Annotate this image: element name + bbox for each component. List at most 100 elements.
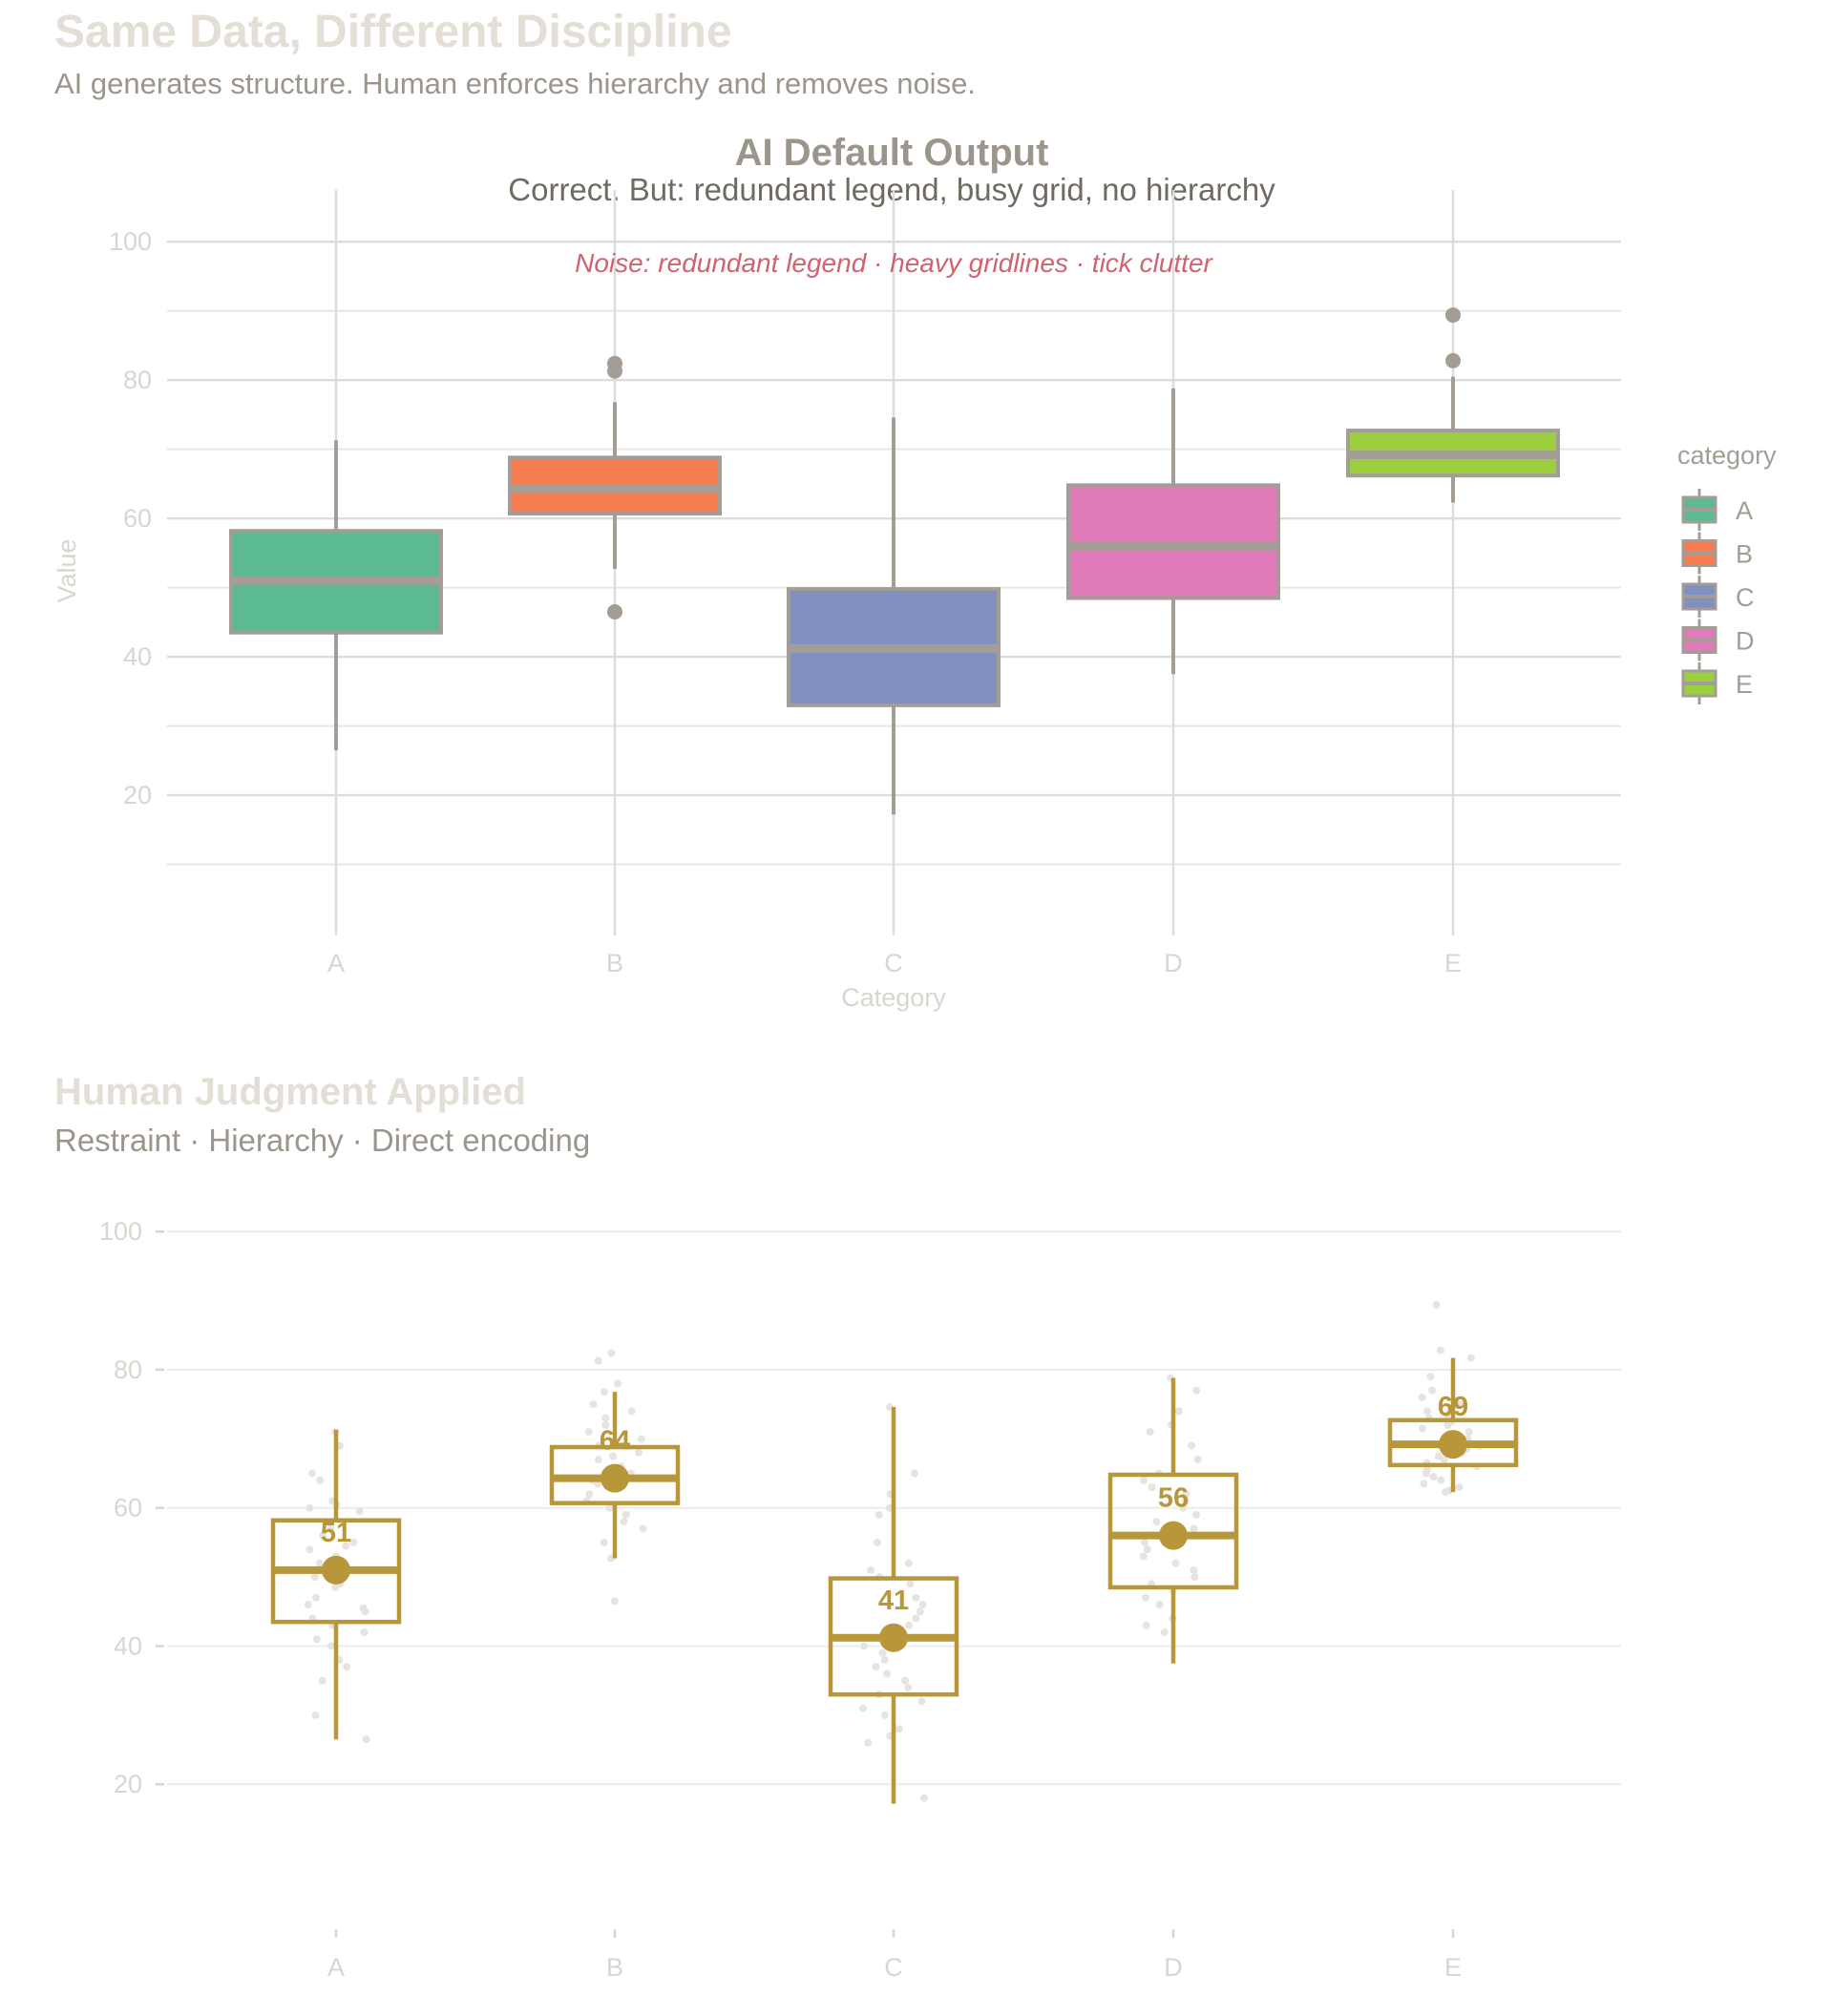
legend-label: D bbox=[1736, 627, 1755, 656]
jitter-point bbox=[1152, 1518, 1161, 1526]
jitter-point bbox=[1188, 1441, 1196, 1450]
jitter-point bbox=[1139, 1552, 1148, 1561]
mean-label: 64 bbox=[600, 1426, 630, 1457]
jitter-point bbox=[601, 1420, 610, 1429]
jitter-point bbox=[860, 1642, 869, 1650]
jitter-point bbox=[1190, 1565, 1198, 1574]
jitter-point bbox=[1419, 1424, 1427, 1433]
jitter-point bbox=[311, 1593, 320, 1602]
x-tick-label: B bbox=[606, 949, 623, 977]
jitter-point bbox=[600, 1388, 608, 1396]
jitter-point bbox=[912, 1593, 920, 1602]
jitter-point bbox=[910, 1469, 918, 1478]
jitter-point bbox=[311, 1711, 320, 1719]
y-tick-label: 80 bbox=[123, 366, 152, 394]
jitter-point bbox=[1464, 1428, 1473, 1437]
y-tick-label: 60 bbox=[114, 1494, 142, 1522]
jitter-point bbox=[867, 1565, 875, 1574]
jitter-point bbox=[919, 1794, 928, 1802]
jitter-point bbox=[601, 1414, 610, 1422]
jitter-point bbox=[918, 1601, 927, 1609]
jitter-point bbox=[901, 1676, 910, 1685]
jitter-point bbox=[1182, 1490, 1190, 1499]
jitter-point bbox=[327, 1642, 335, 1650]
y-axis-title: Value bbox=[53, 538, 81, 602]
figure-subtitle: AI generates structure. Human enforces h… bbox=[54, 67, 976, 100]
jitter-point bbox=[1193, 1456, 1202, 1464]
jitter-point bbox=[1190, 1573, 1199, 1582]
legend-title: category bbox=[1677, 441, 1777, 470]
jitter-point bbox=[878, 1648, 887, 1657]
jitter-point bbox=[639, 1524, 647, 1533]
jitter-point bbox=[637, 1435, 645, 1443]
jitter-point bbox=[1190, 1524, 1198, 1533]
box-D bbox=[1107, 1472, 1239, 1590]
mean-point bbox=[1439, 1430, 1467, 1460]
jitter-point bbox=[874, 1510, 883, 1519]
jitter-point bbox=[1420, 1480, 1428, 1488]
jitter-point bbox=[585, 1490, 594, 1499]
jitter-point bbox=[912, 1614, 920, 1623]
y-tick-label: 40 bbox=[123, 642, 152, 671]
figure-title: Same Data, Different Discipline bbox=[54, 7, 732, 57]
jitter-point bbox=[904, 1559, 913, 1567]
outlier-point bbox=[1445, 307, 1461, 324]
outlier-point bbox=[607, 603, 622, 620]
jitter-point bbox=[331, 1583, 340, 1591]
jitter-point bbox=[864, 1738, 873, 1747]
jitter-point bbox=[1181, 1497, 1190, 1505]
jitter-point bbox=[310, 1573, 319, 1582]
jitter-point bbox=[873, 1538, 881, 1546]
jitter-point bbox=[304, 1601, 312, 1609]
mean-point bbox=[600, 1463, 629, 1493]
panel2-title: Human Judgment Applied bbox=[54, 1071, 527, 1113]
jitter-point bbox=[1440, 1456, 1448, 1464]
jitter-point bbox=[349, 1538, 358, 1546]
jitter-point bbox=[904, 1683, 913, 1691]
x-tick-label: A bbox=[327, 949, 345, 977]
jitter-point bbox=[614, 1379, 622, 1388]
jitter-point bbox=[1160, 1628, 1169, 1636]
jitter-point bbox=[607, 1349, 616, 1357]
jitter-point bbox=[917, 1697, 926, 1706]
jitter-point bbox=[883, 1670, 892, 1678]
jitter-point bbox=[627, 1407, 636, 1416]
jitter-point bbox=[1466, 1354, 1475, 1362]
jitter-point bbox=[1148, 1483, 1156, 1491]
jitter-point bbox=[308, 1469, 317, 1478]
jitter-point bbox=[589, 1400, 598, 1409]
legend-label: B bbox=[1736, 540, 1753, 569]
jitter-point bbox=[594, 1356, 602, 1365]
jitter-point bbox=[355, 1507, 364, 1516]
jitter-point bbox=[1429, 1473, 1438, 1481]
panel2-subtitle: Restraint · Hierarchy · Direct encoding bbox=[54, 1123, 591, 1158]
jitter-point bbox=[1434, 1452, 1443, 1460]
jitter-point bbox=[1171, 1559, 1180, 1567]
mean-label: 51 bbox=[321, 1518, 351, 1548]
y-tick-label: 20 bbox=[123, 781, 152, 809]
x-tick-label: C bbox=[884, 949, 903, 977]
noise-annotation: Noise: redundant legend · heavy gridline… bbox=[575, 248, 1213, 278]
jitter-point bbox=[1422, 1469, 1430, 1478]
jitter-point bbox=[1418, 1393, 1426, 1401]
x-tick-label: D bbox=[1164, 1953, 1183, 1982]
jitter-point bbox=[880, 1655, 889, 1664]
jitter-point bbox=[1423, 1407, 1432, 1416]
x-tick-label: A bbox=[327, 1953, 345, 1982]
jitter-point bbox=[905, 1621, 914, 1629]
x-tick-label: E bbox=[1444, 949, 1462, 977]
jitter-point bbox=[600, 1538, 608, 1546]
x-tick-label: E bbox=[1444, 1953, 1462, 1982]
jitter-point bbox=[362, 1735, 370, 1744]
jitter-point bbox=[1179, 1503, 1188, 1512]
jitter-point bbox=[312, 1635, 321, 1644]
jitter-point bbox=[318, 1531, 327, 1540]
jitter-point bbox=[1141, 1593, 1149, 1602]
mean-point bbox=[879, 1623, 908, 1652]
jitter-point bbox=[327, 1524, 335, 1533]
outlier-point bbox=[607, 355, 622, 371]
jitter-point bbox=[1428, 1386, 1437, 1395]
mean-point bbox=[1159, 1521, 1188, 1550]
